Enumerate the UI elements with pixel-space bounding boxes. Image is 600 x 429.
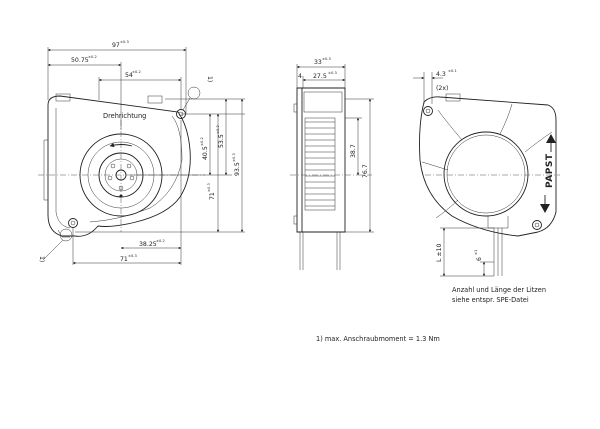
side-tab-bottom — [293, 215, 298, 225]
front-housing-inner — [55, 108, 183, 229]
hub-hole-2 — [126, 163, 132, 169]
callout-leader-top — [182, 97, 191, 111]
dim-53-5: 53.5 — [218, 134, 225, 148]
tol-97: ±0.3 — [120, 40, 129, 44]
side-tab-top — [293, 103, 298, 113]
tol-50-75: ±0.2 — [88, 55, 97, 59]
cable-exit — [487, 216, 509, 229]
dim-93-5: 93.5 — [234, 162, 241, 176]
dim-71-h: 71 — [120, 256, 128, 263]
count-2x: (2x) — [436, 85, 448, 92]
side-outlet — [303, 91, 343, 113]
bottom-clip — [57, 229, 70, 238]
dim-38-7: 38.7 — [350, 144, 357, 158]
rear-motor-inner — [446, 134, 526, 214]
rear-strut-5 — [524, 131, 553, 153]
tol-71-v: ±0.3 — [207, 183, 211, 192]
top-mount-tab-left — [55, 93, 71, 102]
top-mount-tab-right — [147, 95, 163, 104]
screw-hole-bottom — [70, 220, 76, 226]
dim-4: 4 — [298, 73, 302, 80]
dim-6: 6 — [476, 257, 483, 261]
rear-screw-boss-bottom — [532, 220, 542, 230]
hub-hole-4 — [129, 175, 135, 181]
rear-screw-hole-top — [425, 108, 431, 114]
airflow-arrow-up-icon — [546, 134, 556, 143]
note-line-2: siehe entspr. SPE-Datei — [452, 296, 529, 304]
hub-hole-3 — [107, 175, 113, 181]
outlet-flange — [43, 139, 48, 201]
airflow-arrow-down-icon — [540, 204, 550, 213]
tol-54: ±0.2 — [132, 70, 141, 74]
rear-strut-4 — [499, 103, 513, 135]
dim-33: 33 — [314, 59, 322, 66]
tol-6: ±1 — [474, 250, 478, 255]
tol-33: ±0.3 — [322, 57, 331, 61]
rear-motor-circle — [443, 131, 529, 217]
tol-93-5: ±0.3 — [232, 153, 236, 162]
front-view: Drehrichtung 97 ±0.3 50.75 ±0.2 54 ±0.2 … — [38, 40, 245, 265]
tol-27-5: ±0.3 — [328, 71, 337, 75]
callout-bottom: 1) — [38, 256, 45, 262]
tol-71-h: ±0.3 — [128, 254, 137, 258]
dim-50-75: 50.75 — [71, 57, 89, 64]
rotation-label: Drehrichtung — [103, 112, 146, 120]
rear-screw-boss-top — [423, 106, 433, 116]
rear-screw-hole-bottom — [534, 222, 540, 228]
dim-27-5: 27.5 — [313, 73, 327, 80]
hub-hole-1 — [110, 163, 116, 169]
rear-strut-3 — [435, 199, 459, 219]
rotation-arrow — [109, 142, 133, 148]
dim-40-5: 40.5 — [202, 146, 209, 160]
dim-76-7: 76.7 — [362, 164, 369, 178]
callout-circle-top — [187, 86, 201, 100]
callout-top: 1) — [206, 76, 213, 82]
rear-tab-top — [445, 93, 461, 102]
dim-38-25: 38.25 — [139, 241, 157, 248]
dim-71-v: 71 — [209, 192, 216, 200]
side-blades — [305, 121, 335, 207]
tol-40-5: ±0.2 — [200, 137, 204, 146]
rear-view: PAPST 4.3 ±0.1 (2x) L ±10 6 ±1 Anzahl un… — [413, 69, 560, 304]
brand-logo-text: PAPST — [545, 153, 555, 188]
dim-54: 54 — [125, 72, 133, 79]
footnote-torque: 1) max. Anschraubmoment = 1.3 Nm — [316, 335, 440, 343]
callout-leader-bottom — [42, 239, 64, 261]
dim-4-3: 4.3 — [436, 71, 446, 78]
side-view: 33 ±0.3 4 27.5 ±0.3 38.7 76.7 — [290, 57, 374, 270]
callout-circle-bottom — [59, 228, 73, 242]
note-line-1: Anzahl und Länge der Litzen — [452, 286, 546, 294]
dim-L: L ±10 — [436, 243, 443, 262]
front-housing-outline — [47, 95, 191, 237]
rear-strut-1 — [437, 109, 463, 141]
dim-97: 97 — [112, 42, 120, 49]
tol-4-3: ±0.1 — [448, 69, 457, 73]
hub-mark — [119, 194, 123, 198]
screw-boss-bottom — [68, 218, 78, 228]
tol-38-25: ±0.2 — [156, 239, 165, 243]
rear-housing-outline — [419, 96, 557, 237]
rear-strut-2 — [421, 161, 449, 171]
